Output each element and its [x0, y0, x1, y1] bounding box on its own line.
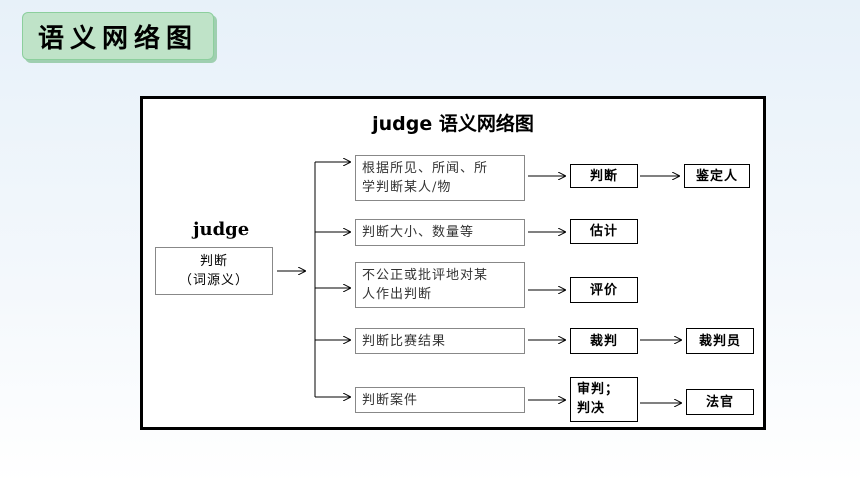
translation-label: 判决	[577, 401, 606, 416]
diagram-title: judge 语义网络图	[372, 113, 534, 135]
root-word: judge	[193, 219, 250, 240]
derived-label: 鉴定人	[695, 168, 738, 184]
meaning-line: 人作出判断	[362, 287, 433, 302]
semantic-network-diagram: judge 语义网络图 judge 判断 （词源义） 根据	[140, 96, 766, 430]
derived-label: 裁判员	[698, 333, 741, 349]
translation-box: 判断	[570, 164, 638, 188]
meaning-line: 学判断某人/物	[362, 180, 452, 195]
translation-label: 审判；	[577, 382, 620, 397]
derived-box: 鉴定人	[684, 164, 750, 188]
page-title-badge: 语义网络图	[22, 12, 214, 60]
translation-box: 估计	[570, 219, 638, 244]
meaning-line: 判断案件	[362, 393, 419, 408]
derived-box: 裁判员	[686, 328, 754, 354]
page-title: 语义网络图	[37, 23, 198, 54]
translation-label: 判断	[589, 168, 618, 184]
derived-label: 法官	[705, 394, 734, 410]
translation-box: 评价	[570, 277, 638, 303]
translation-label: 裁判	[589, 333, 618, 349]
meaning-box: 判断案件	[355, 387, 525, 413]
meaning-line: 根据所见、所闻、所	[362, 161, 489, 176]
meaning-line: 判断大小、数量等	[362, 225, 475, 240]
root-sense-line1: 判断	[199, 254, 228, 269]
derived-box: 法官	[686, 389, 754, 415]
translation-label: 评价	[589, 282, 618, 298]
translation-box: 裁判	[570, 328, 638, 354]
connector-lines	[277, 99, 763, 429]
meaning-box: 不公正或批评地对某 人作出判断	[355, 262, 525, 308]
meaning-line: 判断比赛结果	[362, 334, 447, 349]
meaning-line: 不公正或批评地对某	[362, 268, 489, 283]
translation-box: 审判； 判决	[570, 377, 638, 422]
meaning-box: 判断大小、数量等	[355, 219, 525, 246]
root-sense-box: 判断 （词源义）	[155, 247, 273, 295]
root-sense-line2: （词源义）	[178, 273, 249, 288]
meaning-box: 判断比赛结果	[355, 328, 525, 354]
meaning-box: 根据所见、所闻、所 学判断某人/物	[355, 155, 525, 201]
translation-label: 估计	[589, 224, 618, 239]
